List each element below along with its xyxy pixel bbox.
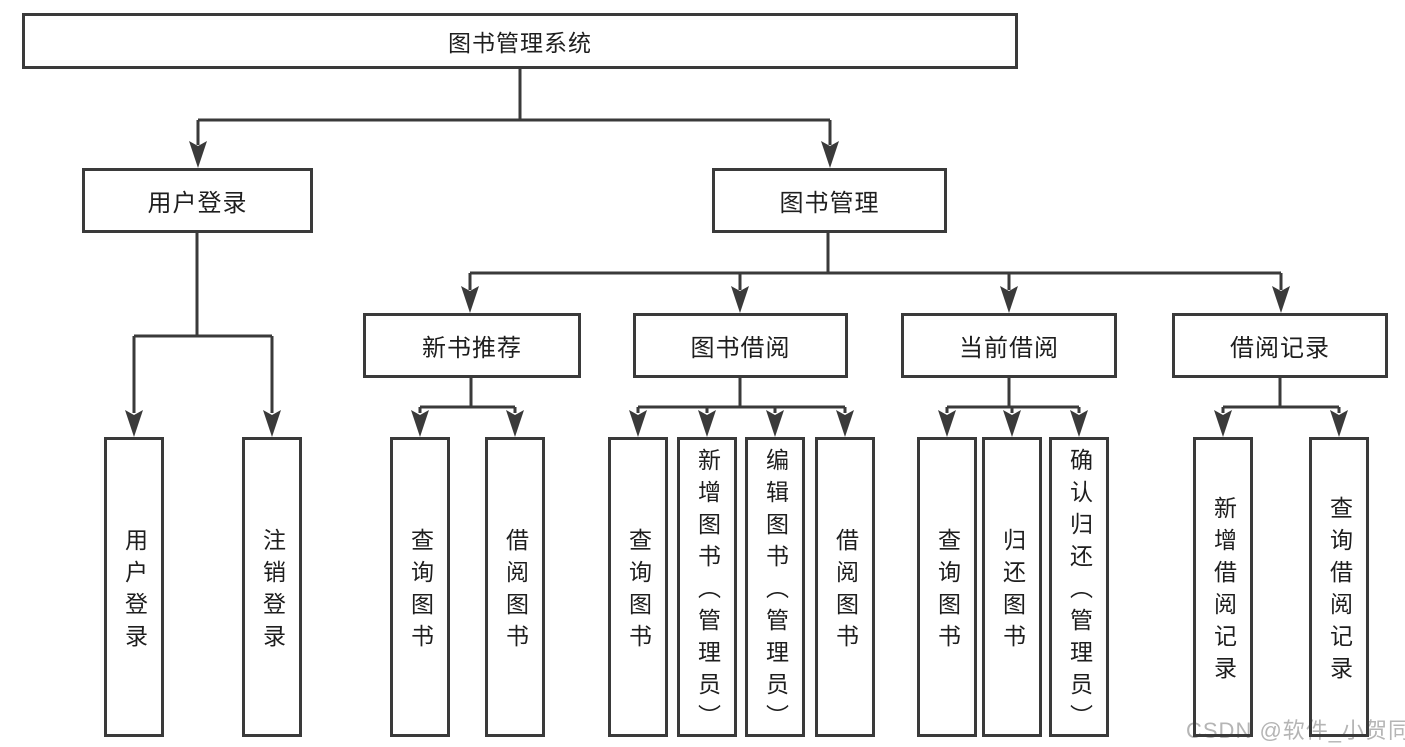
node-label: 编辑图书（管理员） <box>762 447 789 736</box>
node-label: 新增借阅记录 <box>1210 495 1237 688</box>
connector-borrow-records-children <box>1221 378 1341 413</box>
connector-root-to-level2 <box>196 68 832 145</box>
csdn-watermark: CSDN @软件_小贺同学 <box>1186 718 1405 743</box>
arrowhead-icon <box>731 286 749 313</box>
arrowhead-icon <box>698 410 716 437</box>
node-label: 图书借阅 <box>690 335 791 362</box>
node-leaf-query-borrow-record: 查询借阅记录 <box>1309 437 1369 737</box>
node-library-management-system: 图书管理系统 <box>22 13 1018 69</box>
arrowhead-icon <box>836 410 854 437</box>
arrowhead-icon <box>411 410 429 437</box>
arrowhead-icon <box>938 410 956 437</box>
connector-user-login-children <box>132 232 274 413</box>
node-leaf-confirm-return-admin: 确认归还（管理员） <box>1049 437 1109 737</box>
node-label: 确认归还（管理员） <box>1066 447 1093 736</box>
node-leaf-user-login: 用户登录 <box>104 437 164 737</box>
node-book-management: 图书管理 <box>712 168 947 233</box>
arrowhead-icon <box>1003 410 1021 437</box>
arrowhead-icon <box>629 410 647 437</box>
node-label: 注销登录 <box>259 527 286 656</box>
arrowhead-icon <box>766 410 784 437</box>
node-label: 借阅记录 <box>1230 335 1330 362</box>
connector-new-book-children <box>418 378 517 413</box>
node-label: 用户登录 <box>121 527 148 656</box>
node-label: 查询图书 <box>934 527 961 656</box>
node-label: 图书管理系统 <box>448 30 592 56</box>
connector-book-mgmt-to-level3 <box>468 232 1283 290</box>
node-label: 当前借阅 <box>959 335 1059 362</box>
node-label: 查询图书 <box>407 527 434 656</box>
node-leaf-query-books-3: 查询图书 <box>917 437 977 737</box>
arrowhead-icon <box>189 141 207 168</box>
node-label: 借阅图书 <box>832 527 859 656</box>
connector-current-borrow-children <box>945 378 1081 413</box>
node-leaf-add-borrow-record: 新增借阅记录 <box>1193 437 1253 737</box>
arrowhead-icon <box>1214 410 1232 437</box>
arrowhead-icon <box>1330 410 1348 437</box>
node-leaf-query-books-2: 查询图书 <box>608 437 668 737</box>
node-label: 借阅图书 <box>502 527 529 656</box>
node-label: 图书管理 <box>779 190 880 217</box>
arrowhead-icon <box>461 286 479 313</box>
connector-book-borrow-children <box>636 378 847 413</box>
node-leaf-edit-books-admin: 编辑图书（管理员） <box>745 437 805 737</box>
node-leaf-return-books: 归还图书 <box>982 437 1042 737</box>
node-book-borrow: 图书借阅 <box>633 313 848 378</box>
node-new-book-recommend: 新书推荐 <box>363 313 581 378</box>
node-label: 新增图书（管理员） <box>694 447 721 736</box>
node-leaf-logout: 注销登录 <box>242 437 302 737</box>
arrowhead-icon <box>1272 286 1290 313</box>
arrowhead-icon <box>1070 410 1088 437</box>
node-leaf-add-books-admin: 新增图书（管理员） <box>677 437 737 737</box>
node-current-borrow: 当前借阅 <box>901 313 1117 378</box>
arrowhead-icon <box>263 410 281 437</box>
node-leaf-query-books-1: 查询图书 <box>390 437 450 737</box>
node-borrow-records: 借阅记录 <box>1172 313 1388 378</box>
arrowhead-icon <box>125 410 143 437</box>
node-leaf-borrow-books-2: 借阅图书 <box>815 437 875 737</box>
arrowhead-icon <box>1000 286 1018 313</box>
arrowhead-icon <box>506 410 524 437</box>
node-label: 归还图书 <box>999 527 1026 656</box>
node-leaf-borrow-books-1: 借阅图书 <box>485 437 545 737</box>
node-label: 查询借阅记录 <box>1326 495 1353 688</box>
node-label: 查询图书 <box>625 527 652 656</box>
node-label: 用户登录 <box>147 190 248 217</box>
arrowhead-icon <box>821 141 839 168</box>
node-user-login: 用户登录 <box>82 168 313 233</box>
node-label: 新书推荐 <box>422 335 522 362</box>
arrowheads <box>125 141 1348 437</box>
